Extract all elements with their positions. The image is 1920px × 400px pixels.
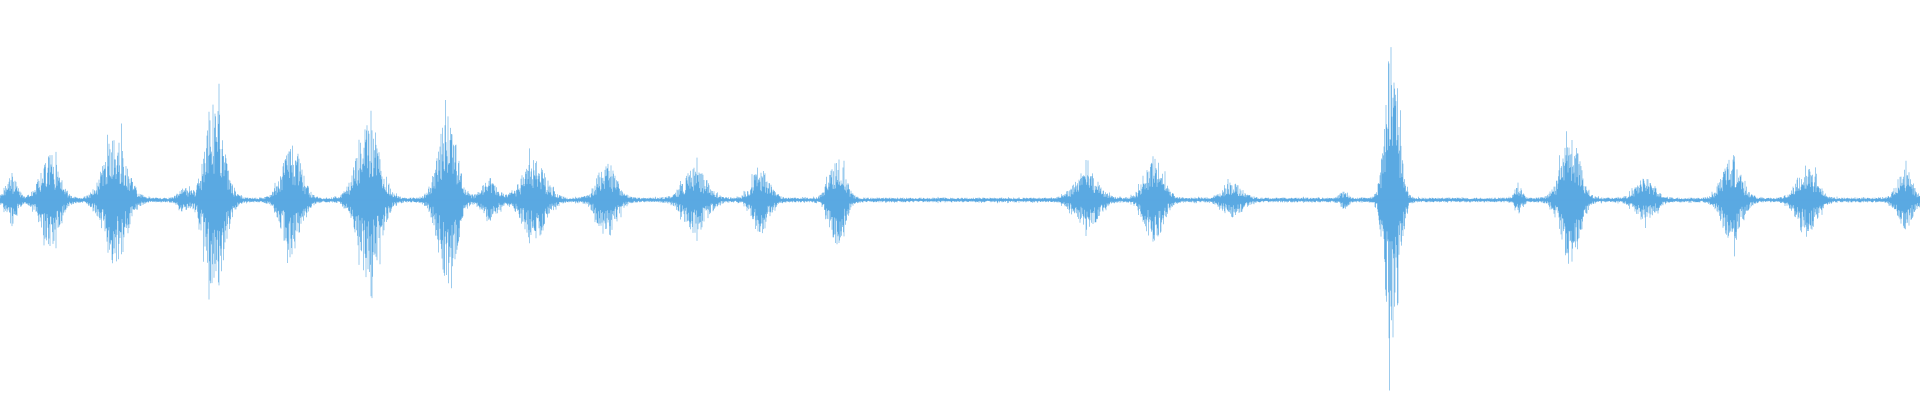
waveform-path — [0, 47, 1920, 391]
waveform-samples — [0, 47, 1920, 391]
